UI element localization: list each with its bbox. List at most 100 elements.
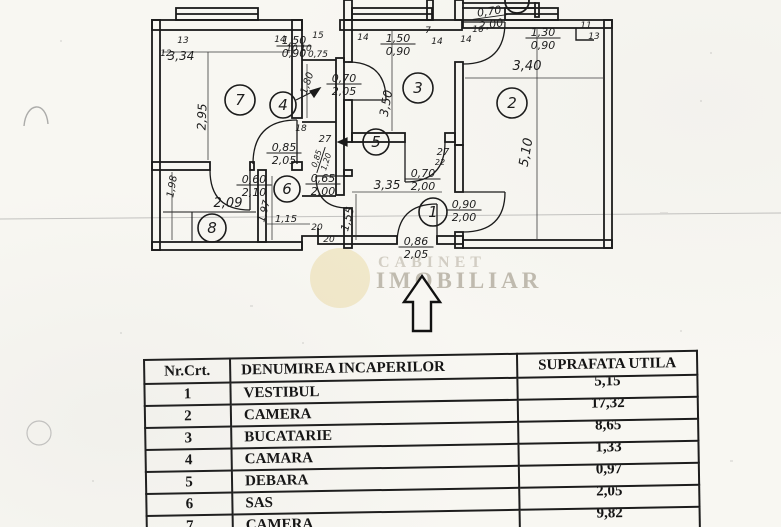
- room-number-circle: 4: [269, 91, 297, 119]
- svg-text:2,00: 2,00: [452, 211, 477, 224]
- scan-artifacts: [0, 40, 781, 482]
- dimension-label: 16: [472, 25, 484, 35]
- svg-text:0,90: 0,90: [531, 39, 556, 52]
- svg-text:0,86: 0,86: [404, 235, 429, 248]
- dimension-label: 3,34: [168, 49, 195, 63]
- svg-text:5: 5: [371, 133, 381, 151]
- dimension-label: 5,10: [517, 137, 537, 168]
- room-number-circle: 8: [197, 213, 227, 243]
- window-room3: [351, 7, 433, 21]
- svg-text:2,10: 2,10: [242, 186, 267, 199]
- door-room7: [252, 119, 298, 165]
- dimension-label: 27: [319, 134, 332, 145]
- window-room2: [504, 7, 559, 21]
- dimension-label: 11: [580, 21, 591, 31]
- cell-area: 8,65: [518, 418, 699, 444]
- cell-area: 5,15: [517, 374, 698, 400]
- svg-text:1,50: 1,50: [282, 34, 307, 47]
- dimension-label: 1,15: [275, 214, 297, 225]
- cell-nr: 3: [145, 426, 232, 450]
- door-window-size-label: 0,652,00: [305, 172, 341, 198]
- door-vestibul-camera: [462, 191, 506, 233]
- cell-area: 0,97: [518, 462, 700, 488]
- svg-text:6: 6: [282, 180, 292, 198]
- dimension-lines: [162, 28, 604, 240]
- dimension-label: 0,75: [308, 50, 328, 60]
- svg-text:1,30: 1,30: [531, 26, 556, 39]
- cell-nr: 2: [144, 404, 232, 428]
- door-bucatarie: [347, 61, 387, 101]
- window-room7: [175, 7, 259, 21]
- cell-area: 17,32: [517, 396, 699, 422]
- svg-text:3: 3: [413, 79, 423, 97]
- cell-area: 1,33: [518, 440, 699, 466]
- svg-text:2,00: 2,00: [411, 180, 436, 193]
- areas-table: Nr.Crt. DENUMIREA INCAPERILOR SUPRAFATA …: [143, 350, 700, 527]
- dimension-label: 22: [435, 158, 445, 167]
- door-bucatarie-vestibul: [404, 141, 446, 183]
- svg-text:4: 4: [278, 96, 288, 114]
- door-baie: [209, 169, 251, 211]
- door-window-size-label: 1,500,90: [276, 34, 312, 60]
- cell-area: 9,82: [519, 506, 700, 527]
- door-window-size-label: 0,902,00: [446, 198, 482, 224]
- header-nr-crt: Nr.Crt.: [144, 358, 231, 384]
- plan-labels: 3,342,951,803,503,405,103,352,091,981,97…: [160, 3, 600, 261]
- svg-text:0,65: 0,65: [311, 172, 336, 185]
- dimension-label: 15: [312, 31, 324, 41]
- watermark-line1: CABINET: [378, 254, 486, 271]
- cell-area: 2,05: [519, 484, 700, 510]
- cell-nr: 1: [144, 382, 231, 406]
- dimension-label: 20: [323, 235, 335, 245]
- walls: [151, 0, 613, 251]
- dimension-label: 14: [357, 33, 369, 43]
- svg-text:0,85: 0,85: [272, 141, 297, 154]
- dimension-label: 14: [274, 35, 286, 45]
- cell-nr: 5: [145, 470, 233, 494]
- room-number-circle: 2: [496, 87, 528, 119]
- svg-text:1: 1: [428, 203, 438, 221]
- svg-text:2: 2: [507, 94, 517, 112]
- room-number-circle: 7: [224, 84, 256, 116]
- room-number-circle: 5: [362, 128, 390, 156]
- door-swings: [209, 21, 506, 245]
- dimension-label: 20: [311, 223, 323, 233]
- svg-text:2,00: 2,00: [311, 185, 336, 198]
- svg-text:0,70: 0,70: [476, 3, 502, 19]
- svg-text:0,90: 0,90: [452, 198, 477, 211]
- dimension-label: 27: [437, 147, 450, 158]
- dimension-label: 1,98: [165, 175, 180, 199]
- svg-text:0,90: 0,90: [386, 45, 411, 58]
- svg-text:2,05: 2,05: [332, 85, 357, 98]
- dimension-label: 3,40: [513, 59, 542, 74]
- cell-nr: 4: [145, 448, 232, 472]
- door-window-size-label: 0,702,00: [472, 3, 508, 33]
- dimension-label: 10: [286, 44, 298, 54]
- door-window-size-label: 0,852,05: [266, 141, 302, 167]
- room-number-circles: 7 4 3 2 5 6 8 1: [197, 72, 528, 243]
- svg-text:2,05: 2,05: [272, 154, 297, 167]
- dimension-label: 1,55: [338, 206, 357, 233]
- svg-text:0,70: 0,70: [332, 72, 357, 85]
- watermark-line2: IMOBILIAR: [376, 268, 542, 293]
- svg-text:7: 7: [235, 91, 245, 109]
- door-window-size-label: 1,300,90: [525, 26, 561, 52]
- svg-text:0,70: 0,70: [411, 167, 436, 180]
- door-window-size-label: 1,500,90: [380, 32, 416, 58]
- room-number-circle: 3: [402, 72, 434, 104]
- partial-room-circle: [504, 0, 530, 14]
- door-window-size-label: 0,702,05: [326, 72, 362, 98]
- room-pointer-arrows: [295, 86, 363, 147]
- door-window-size-label: 0,602,10: [236, 173, 272, 199]
- dimension-label: 7: [425, 26, 431, 36]
- svg-text:1,50: 1,50: [386, 32, 411, 45]
- svg-text:0,90: 0,90: [282, 47, 307, 60]
- dimension-label: 14: [460, 35, 472, 45]
- stray-arc-mark: [23, 106, 49, 127]
- watermark-logo-circle: [310, 248, 370, 308]
- door-window-size-label: 0,862,05: [398, 235, 434, 261]
- entrance-arrow-icon: [401, 273, 443, 333]
- header-suprafata: SUPRAFATA UTILA: [516, 350, 698, 378]
- dimension-label: 10: [300, 44, 312, 54]
- dimension-label: 13: [588, 32, 600, 42]
